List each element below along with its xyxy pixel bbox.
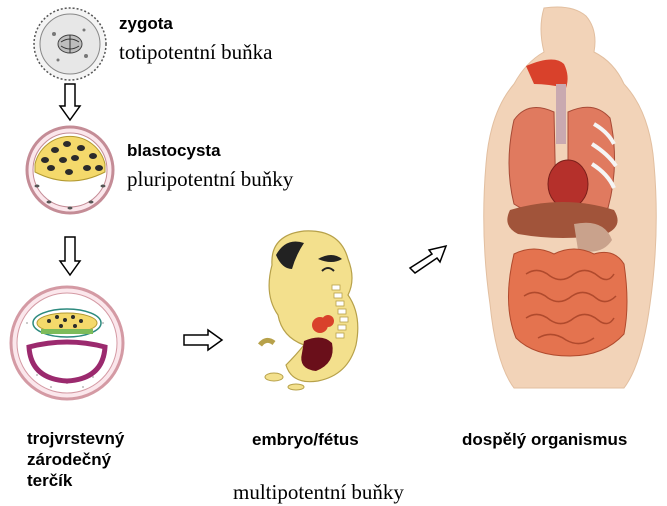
zygote-label: zygota xyxy=(119,14,173,34)
adult-label: dospělý organismus xyxy=(462,430,627,450)
zygote-illustration xyxy=(30,4,110,84)
germ-disc-label-line2: zárodečný xyxy=(27,449,124,470)
germ-disc-label: trojvrstevný zárodečný terčík xyxy=(27,428,124,491)
germ-disc-label-line3: terčík xyxy=(27,470,124,491)
arrow-diagonal-icon xyxy=(408,242,450,276)
embryo-label: embryo/fétus xyxy=(252,430,359,450)
arrow-down-icon xyxy=(58,82,82,122)
blastocyst-potency-label: pluripotentní buňky xyxy=(127,167,293,191)
germ-disc-label-line1: trojvrstevný xyxy=(27,428,124,449)
adult-illustration xyxy=(474,4,664,388)
arrow-right-icon xyxy=(182,328,224,352)
blastocyst-label: blastocysta xyxy=(127,141,221,161)
multipotent-label: multipotentní buňky xyxy=(233,480,404,504)
germ-disc-illustration xyxy=(7,283,127,403)
embryo-illustration xyxy=(252,225,382,395)
blastocyst-illustration xyxy=(23,124,117,216)
zygote-potency-label: totipotentní buňka xyxy=(119,40,272,64)
arrow-down-icon xyxy=(58,235,82,277)
